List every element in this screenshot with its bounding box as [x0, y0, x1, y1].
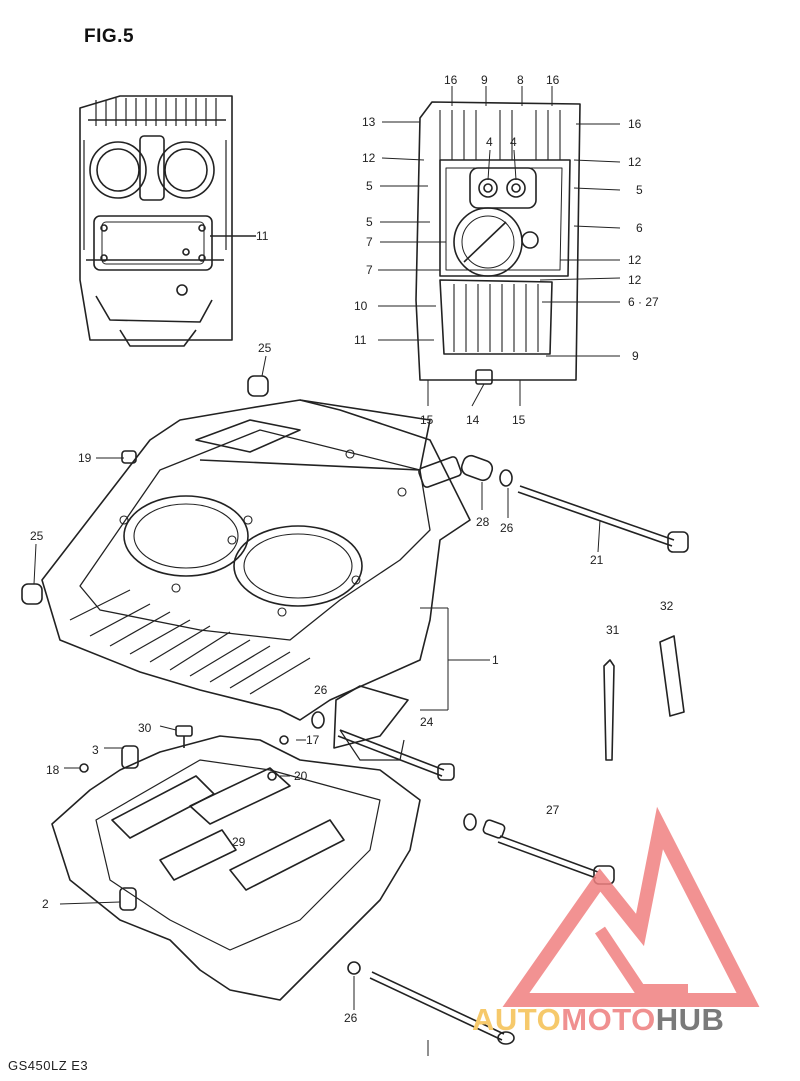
model-code: GS450LZ E3 [8, 1058, 89, 1073]
callout-16: 16 [546, 73, 560, 87]
callout-17: 17 [306, 733, 320, 747]
callout-5: 5 [366, 215, 373, 229]
watermark-auto: AUTO [472, 1002, 562, 1037]
upper-crankcase [41, 399, 471, 721]
inset-top-view [79, 95, 256, 347]
callout-6-27: 6 · 27 [628, 295, 659, 309]
callout-19: 19 [78, 451, 92, 465]
callout-14: 14 [466, 413, 480, 427]
callout-29: 29 [232, 835, 246, 849]
callout-12: 12 [628, 253, 642, 267]
callout-18: 18 [46, 763, 60, 777]
callout-24: 24 [420, 715, 434, 729]
callout-10: 10 [354, 299, 368, 313]
callout-7: 7 [366, 263, 373, 277]
callout-11: 11 [354, 333, 367, 347]
watermark-moto: MOTO [561, 1002, 656, 1037]
watermark-logo [502, 806, 760, 1007]
callout-numbers: 16 9 8 16 13 16 12 4 4 12 5 5 5 6 7 12 7… [30, 73, 674, 1025]
callout-26: 26 [500, 521, 514, 535]
callout-32: 32 [660, 599, 674, 613]
callout-9: 9 [481, 73, 488, 87]
callout-13: 13 [362, 115, 376, 129]
callout-5: 5 [636, 183, 643, 197]
callout-11: 11 [256, 229, 269, 243]
inset-bottom-view [378, 86, 621, 407]
callout-5: 5 [366, 179, 373, 193]
callout-16: 16 [628, 117, 642, 131]
callout-8: 8 [517, 73, 524, 87]
callout-2: 2 [42, 897, 49, 911]
fasteners [21, 375, 689, 1045]
callout-7: 7 [366, 235, 373, 249]
watermark-text: AUTOMOTOHUB [472, 1002, 724, 1038]
callout-9: 9 [632, 349, 639, 363]
lower-crankcase [51, 685, 421, 1001]
figure-title: FIG.5 [84, 26, 135, 47]
callout-26: 26 [314, 683, 328, 697]
callout-25: 25 [258, 341, 272, 355]
callout-4: 4 [486, 135, 493, 149]
leader-lines [33, 355, 601, 1056]
callout-1: 1 [492, 653, 499, 667]
callout-31: 31 [606, 623, 620, 637]
callout-16: 16 [444, 73, 458, 87]
callout-15: 15 [512, 413, 526, 427]
callout-26: 26 [344, 1011, 358, 1025]
callout-15: 15 [420, 413, 434, 427]
callout-12: 12 [362, 151, 376, 165]
callout-21: 21 [590, 553, 604, 567]
callout-27: 27 [546, 803, 560, 817]
callout-4: 4 [510, 135, 517, 149]
callout-25: 25 [30, 529, 44, 543]
callout-6: 6 [636, 221, 643, 235]
callout-20: 20 [294, 769, 308, 783]
callout-28: 28 [476, 515, 490, 529]
callout-12: 12 [628, 273, 642, 287]
callout-12: 12 [628, 155, 642, 169]
callout-30: 30 [138, 721, 152, 735]
callout-3: 3 [92, 743, 99, 757]
watermark-hub: HUB [655, 1002, 725, 1037]
